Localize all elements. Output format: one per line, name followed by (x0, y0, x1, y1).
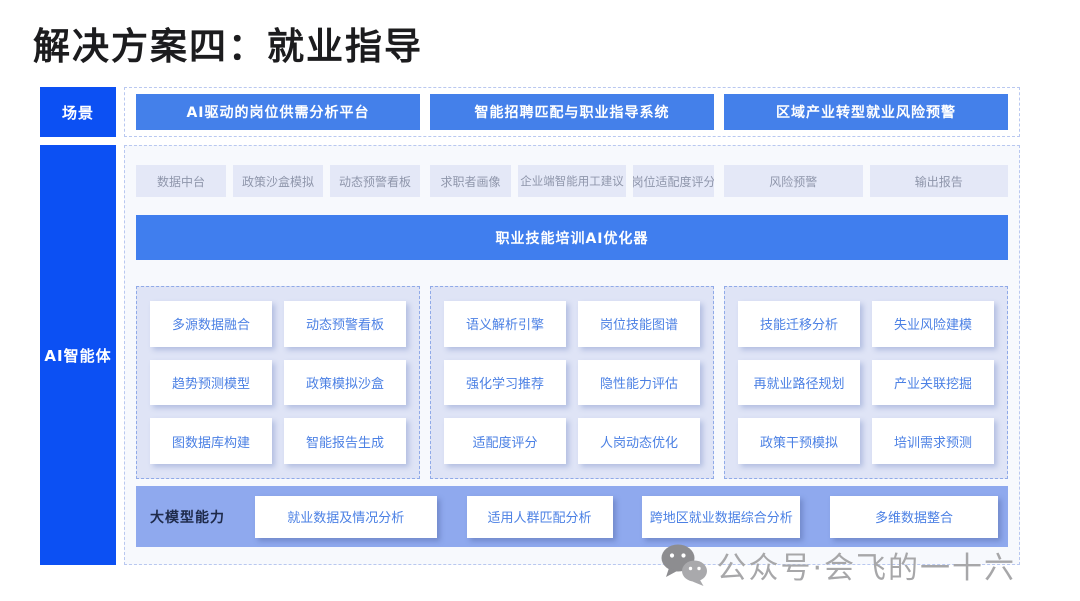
module-card: 政策模拟沙盒 (284, 359, 406, 406)
band-card-population-match: 适用人群匹配分析 (466, 495, 613, 538)
scene-side-label: 场景 (40, 87, 116, 137)
pill-group-3: 风险预警 输出报告 (724, 165, 1008, 197)
module-card: 失业风险建模 (872, 301, 994, 347)
pill-enterprise-suggestion: 企业端智能用工建议 (518, 165, 626, 197)
panel-match-guidance: 语义解析引擎 岗位技能图谱 强化学习推荐 隐性能力评估 适配度评分 人岗动态优化 (430, 286, 714, 479)
pill-fit-score: 岗位适配度评分 (632, 165, 714, 197)
band-card-cross-region: 跨地区就业数据综合分析 (642, 495, 801, 538)
agent-container: 数据中台 政策沙盒模拟 动态预警看板 求职者画像 企业端智能用工建议 岗位适配度… (124, 145, 1020, 565)
big-model-band: 大模型能力 就业数据及情况分析 适用人群匹配分析 跨地区就业数据综合分析 多维数… (136, 486, 1008, 547)
agent-side-label: AI智能体 (40, 145, 116, 565)
scene-item-recruit-match: 智能招聘匹配与职业指导系统 (430, 94, 714, 130)
module-panels: 多源数据融合 动态预警看板 趋势预测模型 政策模拟沙盒 图数据库构建 智能报告生… (136, 286, 1008, 479)
pill-risk-warning: 风险预警 (724, 165, 863, 197)
pill-policy-sandbox: 政策沙盒模拟 (233, 165, 323, 197)
module-card: 智能报告生成 (284, 418, 406, 464)
watermark: 公众号·会飞的一十六 (660, 543, 1016, 587)
panel-risk-forecast: 技能迁移分析 失业风险建模 再就业路径规划 产业关联挖掘 政策干预模拟 培训需求… (724, 286, 1008, 479)
pill-output-report: 输出报告 (869, 165, 1008, 197)
watermark-text: 公众号·会飞的一十六 (716, 551, 1016, 586)
scene-item-risk-warning: 区域产业转型就业风险预警 (724, 94, 1008, 130)
module-card: 动态预警看板 (284, 301, 406, 347)
module-card: 适配度评分 (444, 418, 566, 464)
pill-dynamic-dashboard: 动态预警看板 (330, 165, 420, 197)
pill-jobseeker-profile: 求职者画像 (430, 165, 512, 197)
pill-group-1: 数据中台 政策沙盒模拟 动态预警看板 (136, 165, 420, 197)
pill-row: 数据中台 政策沙盒模拟 动态预警看板 求职者画像 企业端智能用工建议 岗位适配度… (136, 165, 1008, 197)
agent-row: AI智能体 数据中台 政策沙盒模拟 动态预警看板 求职者画像 企业端智能用工建议… (40, 145, 1020, 565)
module-card: 技能迁移分析 (738, 301, 860, 347)
pill-data-platform: 数据中台 (136, 165, 226, 197)
training-optimizer-banner: 职业技能培训AI优化器 (136, 215, 1008, 260)
pill-group-2: 求职者画像 企业端智能用工建议 岗位适配度评分 (430, 165, 714, 197)
module-card: 培训需求预测 (872, 418, 994, 464)
module-card: 语义解析引擎 (444, 301, 566, 347)
diagram-layout: 场景 AI驱动的岗位供需分析平台 智能招聘匹配与职业指导系统 区域产业转型就业风… (40, 87, 1020, 565)
module-card: 强化学习推荐 (444, 359, 566, 406)
module-card: 人岗动态优化 (578, 418, 700, 464)
module-card: 政策干预模拟 (738, 418, 860, 464)
band-card-employment-analysis: 就业数据及情况分析 (254, 495, 437, 538)
module-card: 趋势预测模型 (150, 359, 272, 406)
page-title: 解决方案四：就业指导 (33, 25, 423, 68)
module-card: 产业关联挖掘 (872, 359, 994, 406)
band-card-multidim-data: 多维数据整合 (830, 495, 998, 538)
module-card: 隐性能力评估 (578, 359, 700, 406)
module-card: 多源数据融合 (150, 301, 272, 347)
module-card: 再就业路径规划 (738, 359, 860, 406)
scene-row: 场景 AI驱动的岗位供需分析平台 智能招聘匹配与职业指导系统 区域产业转型就业风… (40, 87, 1020, 137)
scene-container: AI驱动的岗位供需分析平台 智能招聘匹配与职业指导系统 区域产业转型就业风险预警 (124, 87, 1020, 137)
module-card: 图数据库构建 (150, 418, 272, 464)
scene-item-job-supply-demand: AI驱动的岗位供需分析平台 (136, 94, 420, 130)
wechat-icon (661, 544, 708, 586)
big-model-label: 大模型能力 (150, 509, 225, 526)
module-card: 岗位技能图谱 (578, 301, 700, 347)
panel-analysis-platform: 多源数据融合 动态预警看板 趋势预测模型 政策模拟沙盒 图数据库构建 智能报告生… (136, 286, 420, 479)
